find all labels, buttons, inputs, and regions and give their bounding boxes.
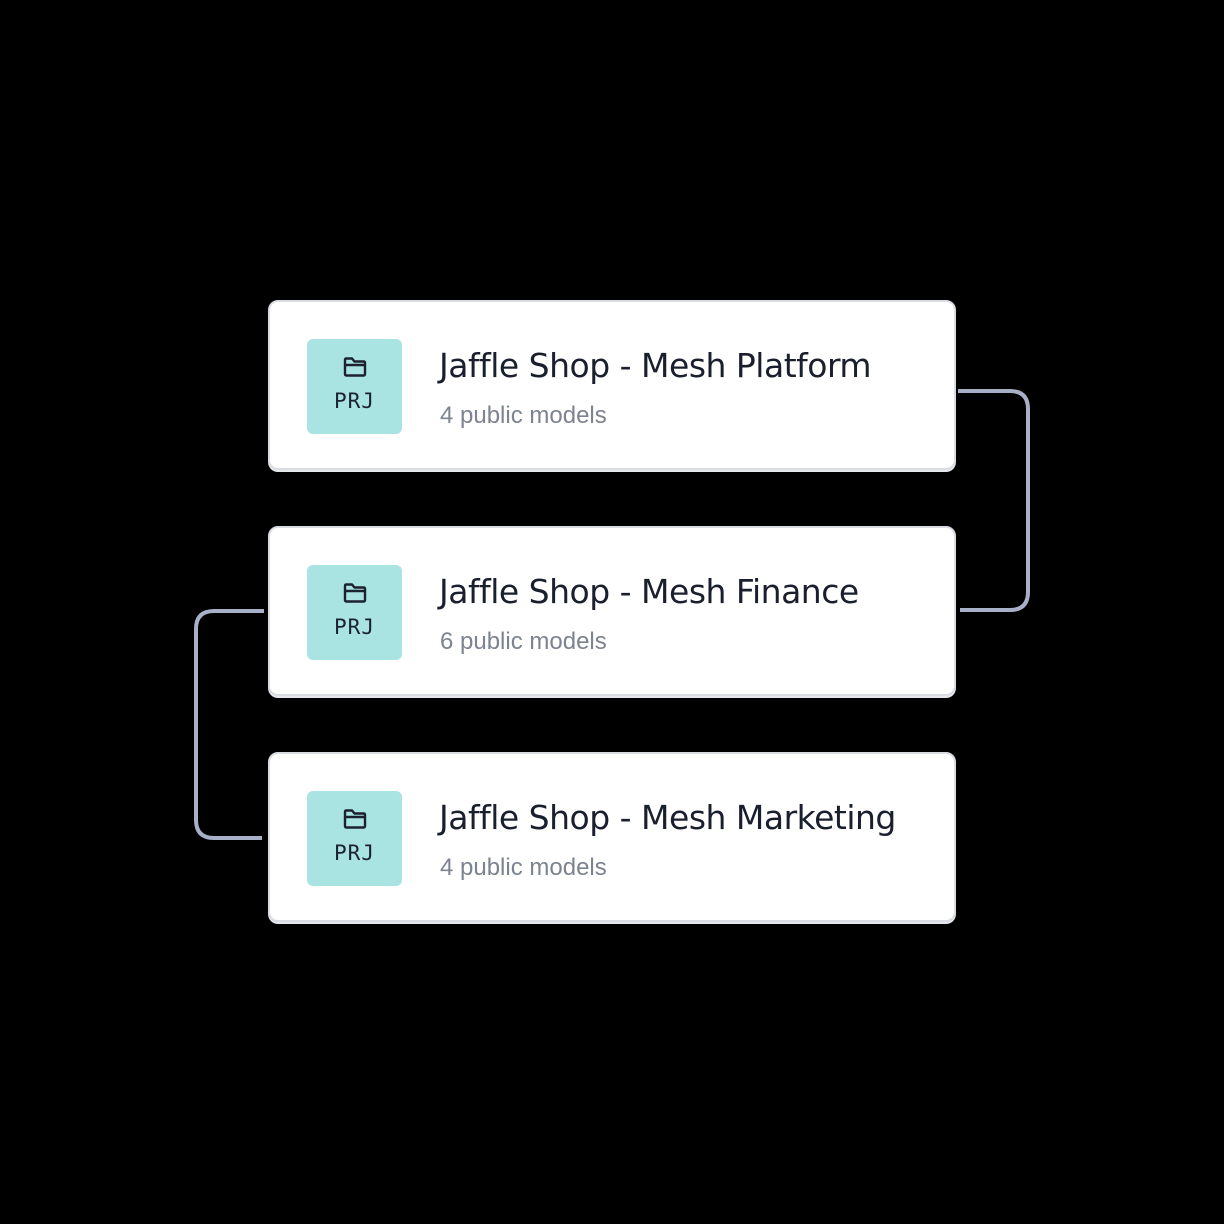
project-subtitle: 4 public models (440, 402, 607, 429)
folder-icon (343, 357, 367, 377)
folder-icon (343, 583, 367, 603)
connector-finance-to-marketing (194, 609, 264, 840)
folder-icon (343, 809, 367, 829)
badge-label: PRJ (334, 389, 375, 413)
project-subtitle: 6 public models (440, 628, 607, 655)
project-badge: PRJ (307, 339, 402, 434)
project-title: Jaffle Shop - Mesh Platform (439, 346, 872, 385)
project-card-mesh-marketing[interactable]: PRJ Jaffle Shop - Mesh Marketing 4 publi… (268, 752, 956, 922)
project-badge: PRJ (307, 791, 402, 886)
project-title: Jaffle Shop - Mesh Finance (439, 572, 859, 611)
badge-label: PRJ (334, 841, 375, 865)
connector-platform-to-finance (958, 389, 1030, 612)
project-card-mesh-finance[interactable]: PRJ Jaffle Shop - Mesh Finance 6 public … (268, 526, 956, 696)
project-badge: PRJ (307, 565, 402, 660)
project-title: Jaffle Shop - Mesh Marketing (439, 798, 896, 837)
badge-label: PRJ (334, 615, 375, 639)
project-subtitle: 4 public models (440, 854, 607, 881)
project-card-mesh-platform[interactable]: PRJ Jaffle Shop - Mesh Platform 4 public… (268, 300, 956, 470)
